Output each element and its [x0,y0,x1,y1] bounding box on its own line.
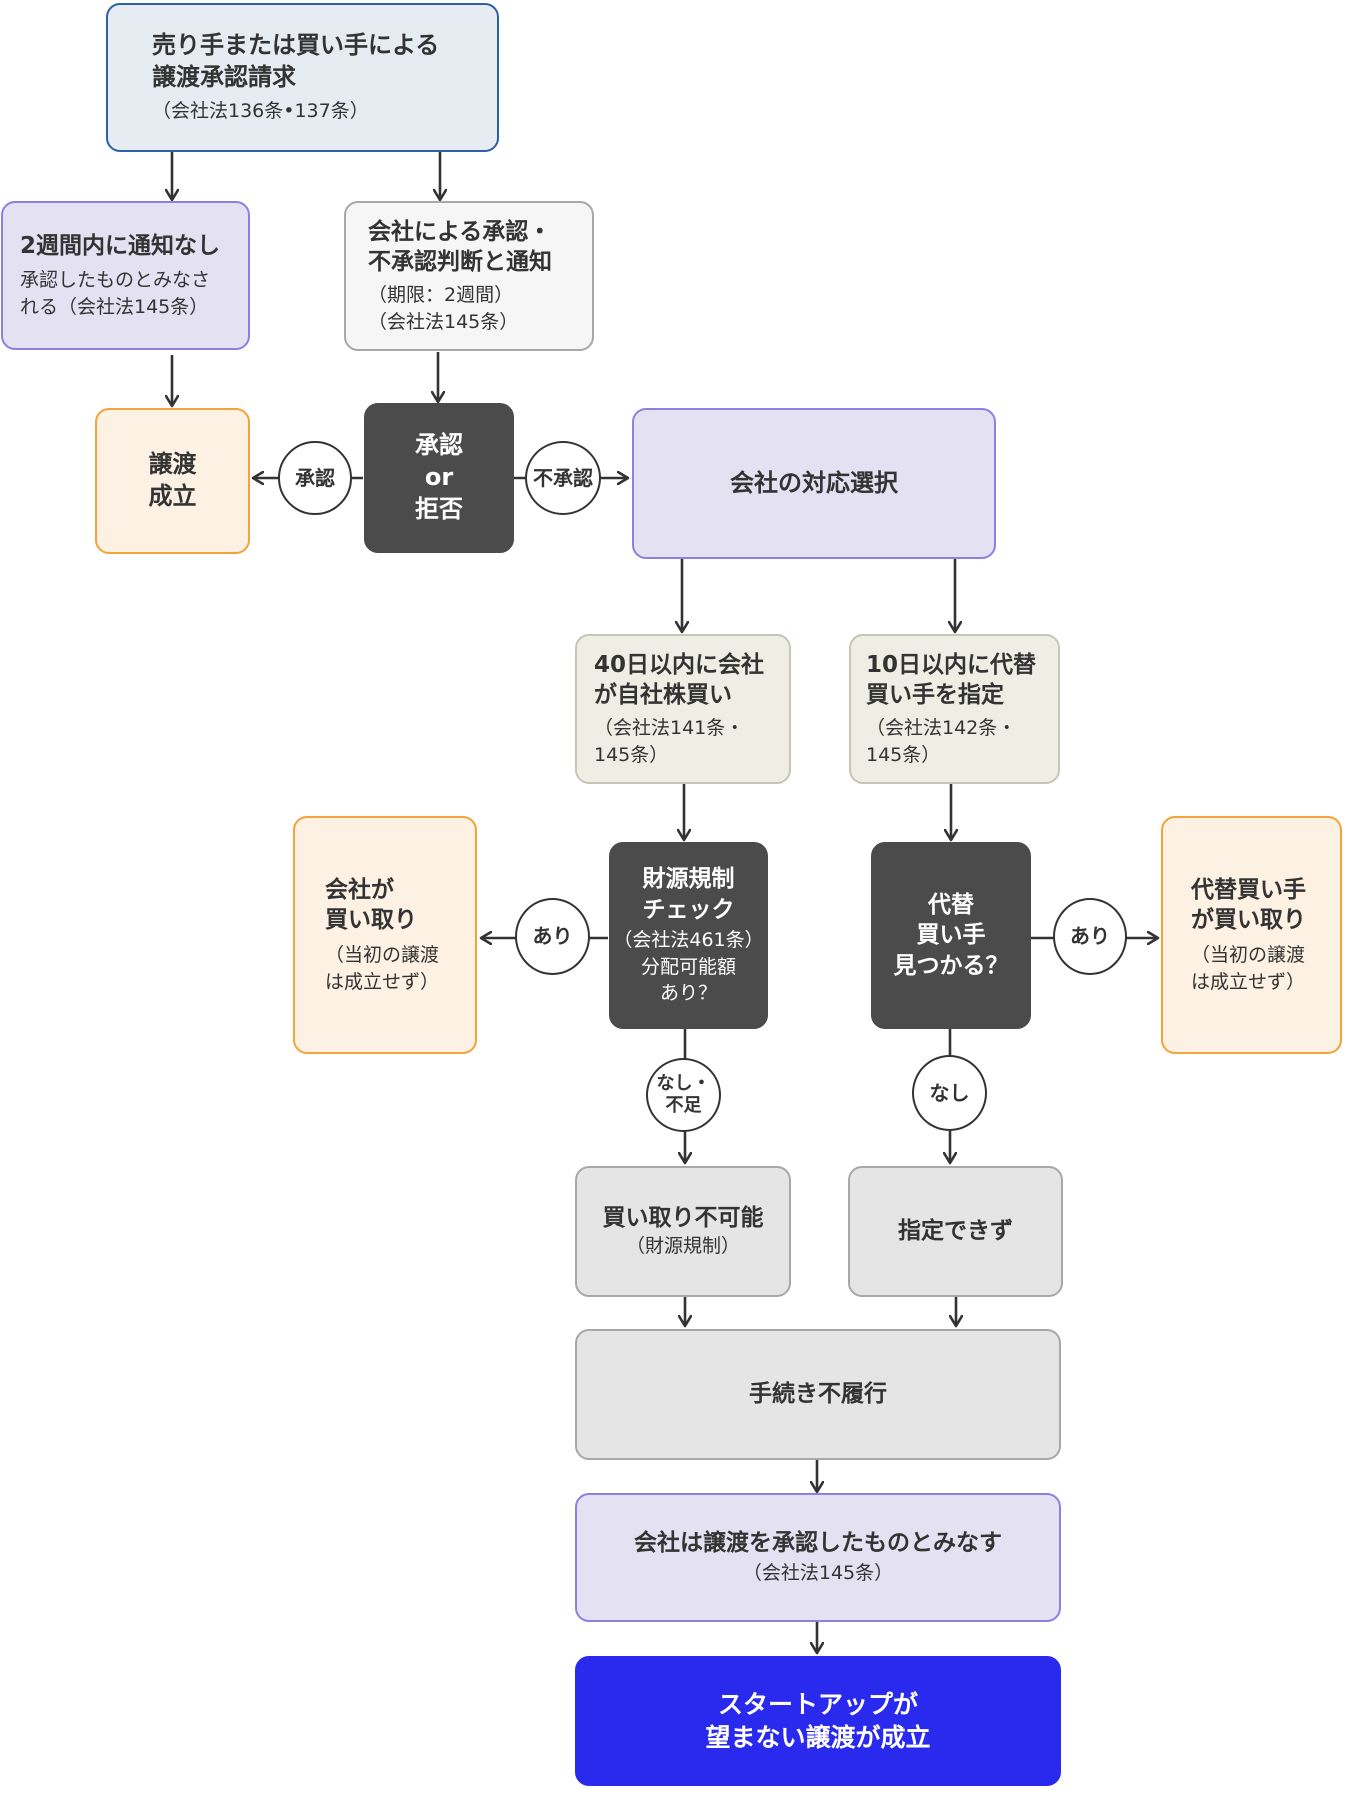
node-alt-buyer-found: 代替 買い手 見つかる？ [871,842,1031,1029]
node-subtitle: 承認したものとみなさ れる（会社法145条） [20,269,211,318]
node-title: 会社による承認・ 不承認判断と通知 [368,218,552,276]
node-no-notice: 2週間内に通知なし 承認したものとみなさ れる（会社法145条） [1,201,250,350]
node-company-judgment: 会社による承認・ 不承認判断と通知 （期限：2週間） （会社法145条） [344,201,594,351]
node-title: 売り手または買い手による 譲渡承認請求 [152,31,440,92]
node-subtitle: （財源規制） [625,1235,740,1258]
label-funds-no: なし・ 不足 [646,1058,721,1132]
node-procedure-failure: 手続き不履行 [575,1329,1061,1460]
node-subtitle: （期限：2週間） （会社法145条） [368,283,519,333]
node-title: 譲渡 成立 [148,450,197,510]
node-fund-check: 財源規制 チェック （会社法461条） 分配可能額 あり？ [609,842,768,1029]
node-subtitle: （会社法141条・ 145条） [594,716,745,766]
label-approve: 承認 [278,441,352,515]
label-funds-yes: あり [515,898,590,975]
node-company-choice: 会社の対応選択 [632,408,996,559]
node-transfer-complete: 譲渡 成立 [95,408,250,554]
node-title: 指定できず [898,1218,1013,1245]
node-subtitle: （会社法136条•137条） [152,100,369,123]
node-company-buys: 会社が 買い取り （当初の譲渡 は成立せず） [293,816,477,1054]
node-cannot-designate: 指定できず [848,1166,1063,1297]
label-buyer-no: なし [912,1055,987,1131]
node-title: 会社が 買い取り [325,876,417,934]
label-buyer-yes: あり [1053,898,1127,975]
node-subtitle: （会社法142条・ 145条） [866,716,1017,766]
node-subtitle: （当初の譲渡 は成立せず） [325,943,440,993]
node-subtitle: （会社法461条） 分配可能額 あり？ [613,929,764,1005]
node-title: 買い取り不可能 [602,1204,764,1231]
node-title: 手続き不履行 [749,1381,887,1408]
node-title: 2週間内に通知なし [20,232,221,259]
node-title: 会社は譲渡を承認したものとみなす [634,1529,1002,1556]
node-transfer-request: 売り手または買い手による 譲渡承認請求 （会社法136条•137条） [106,3,499,152]
node-buyback-impossible: 買い取り不可能 （財源規制） [575,1166,791,1297]
node-subtitle: （当初の譲渡 は成立せず） [1191,943,1306,993]
node-title: 代替買い手 が買い取り [1191,876,1306,934]
node-title: 代替 買い手 見つかる？ [893,891,1009,979]
node-alt-buyer-buys: 代替買い手 が買い取り （当初の譲渡 は成立せず） [1161,816,1342,1054]
node-title: 財源規制 チェック [642,866,735,923]
node-approve-or-reject: 承認 or 拒否 [364,403,514,553]
label-reject: 不承認 [525,441,601,515]
node-final-outcome: スタートアップが 望まない譲渡が成立 [575,1656,1061,1786]
node-title: スタートアップが 望まない譲渡が成立 [705,1689,931,1752]
node-designate-10days: 10日以内に代替 買い手を指定 （会社法142条・ 145条） [849,634,1060,784]
node-buyback-40days: 40日以内に会社 が自社株買い （会社法141条・ 145条） [575,634,791,784]
node-title: 会社の対応選択 [730,468,898,497]
node-deemed-approval: 会社は譲渡を承認したものとみなす （会社法145条） [575,1493,1061,1622]
node-title: 承認 or 拒否 [415,431,463,523]
node-title: 40日以内に会社 が自社株買い [594,651,765,709]
node-subtitle: （会社法145条） [742,1562,894,1585]
node-title: 10日以内に代替 買い手を指定 [866,651,1037,709]
